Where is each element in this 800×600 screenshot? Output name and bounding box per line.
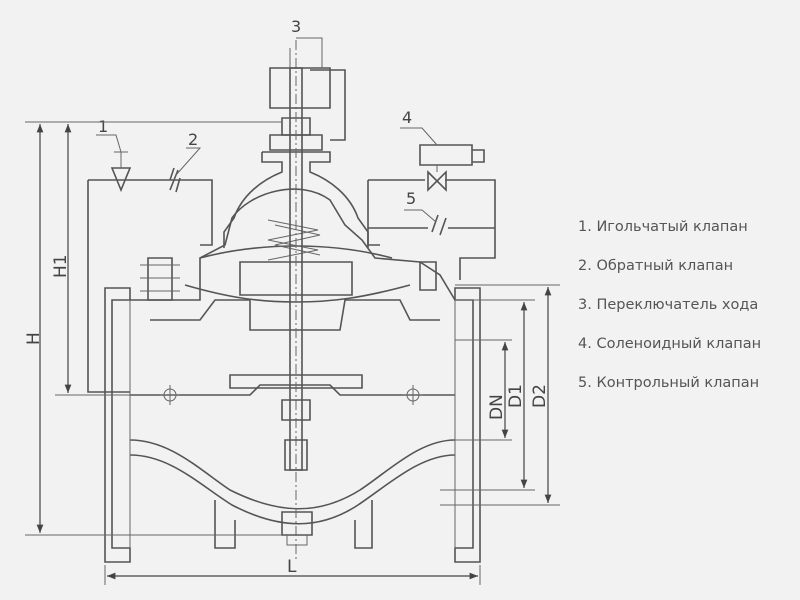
stroke-switch (269, 48, 346, 141)
legend-item-control-valve: 5. Контрольный клапан (578, 375, 760, 391)
bolt-marks (160, 385, 423, 405)
bonnet (184, 117, 411, 303)
callout-leaders (96, 37, 438, 223)
legend-item-needle-valve: 1. Игольчатый клапан (578, 219, 748, 235)
pilot-piping-left (87, 151, 213, 393)
dimension-DN: DN (487, 394, 507, 420)
stem (229, 40, 363, 560)
dimension-lines (25, 121, 560, 585)
dimension-H: H (24, 332, 44, 345)
pilot-piping-right (367, 144, 496, 291)
dimension-D2: D2 (530, 384, 550, 408)
legend-item-solenoid-valve: 4. Соленоидный клапан (578, 336, 762, 352)
legend: 1. Игольчатый клапан 2. Обратный клапан … (578, 212, 761, 407)
dimension-D1: D1 (506, 384, 526, 408)
callout-3: 3 (291, 17, 301, 36)
dimension-H1: H1 (51, 254, 71, 278)
callout-1: 1 (98, 117, 108, 136)
dimension-L: L (287, 557, 297, 577)
legend-item-stroke-switch: 3. Переключатель хода (578, 297, 759, 313)
callout-4: 4 (402, 108, 412, 127)
callout-5: 5 (406, 189, 416, 208)
legend-item-check-valve: 2. Обратный клапан (578, 258, 734, 274)
callout-2: 2 (188, 130, 198, 149)
